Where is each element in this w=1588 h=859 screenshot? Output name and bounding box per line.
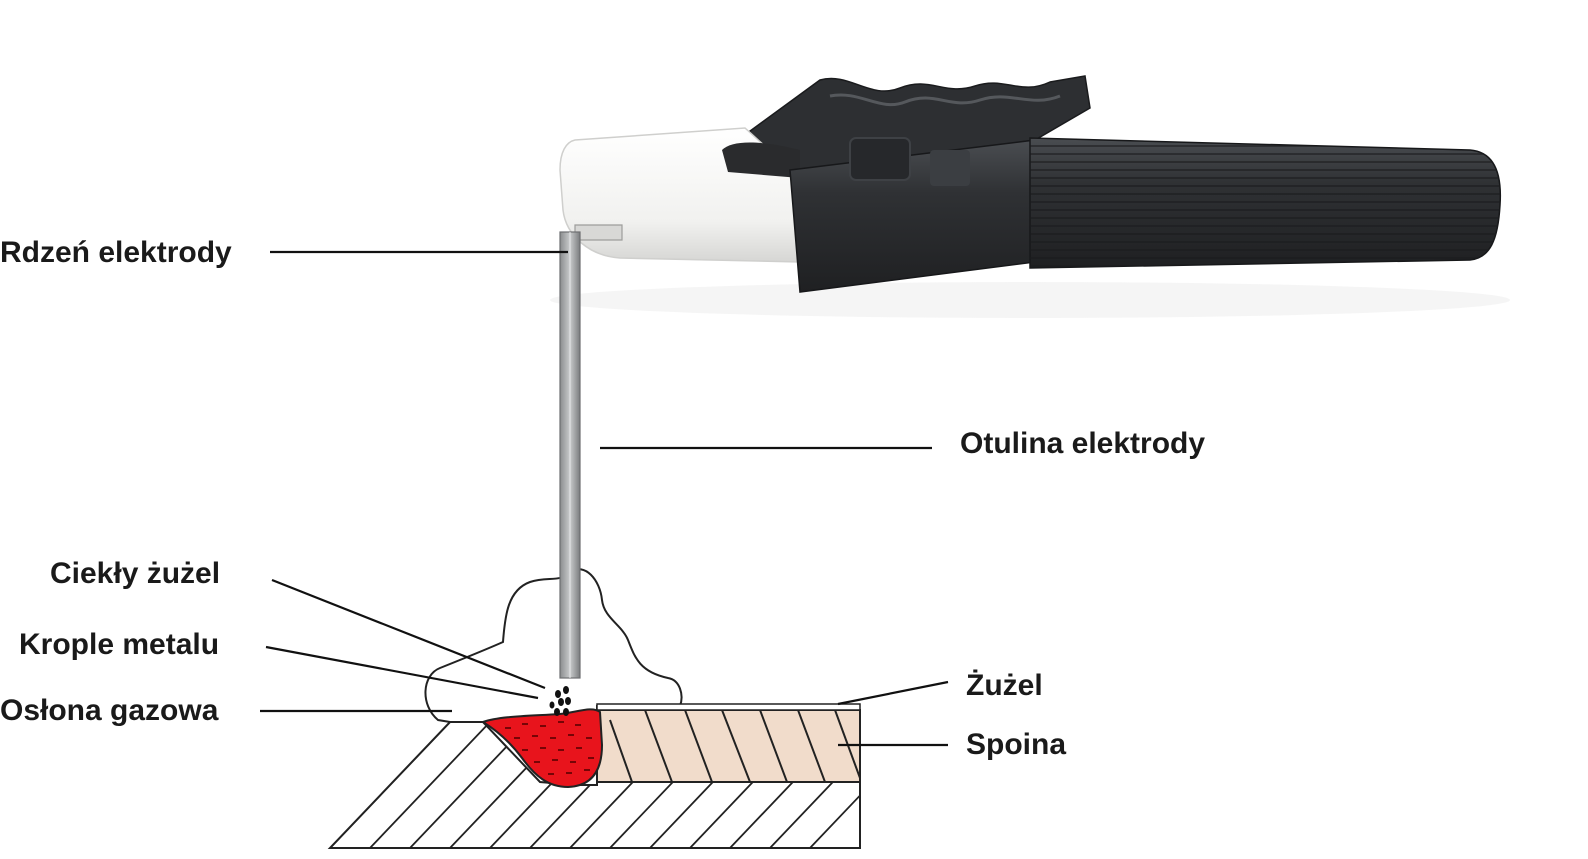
label-weld: Spoina <box>966 728 1066 761</box>
electrode-holder <box>550 75 1510 318</box>
leader-lines <box>260 250 949 747</box>
label-metal-drops: Krople metalu <box>19 628 219 661</box>
metal-drops <box>549 686 571 716</box>
label-slag: Żużel <box>966 669 1043 702</box>
leader-metal-drops <box>265 645 539 700</box>
gas-shield-cloud <box>424 568 683 723</box>
electrode-rod <box>559 231 581 679</box>
label-gas-shield: Osłona gazowa <box>0 694 219 727</box>
leader-slag <box>837 680 949 706</box>
weld-bead <box>596 709 861 783</box>
weld-pool <box>480 708 604 789</box>
label-electrode-core: Rdzeń elektrody <box>0 236 232 269</box>
holder-lever <box>733 75 1091 179</box>
label-electrode-coating: Otulina elektrody <box>960 427 1205 460</box>
leader-liquid-slag <box>271 578 546 690</box>
slag-layer <box>596 703 861 711</box>
label-liquid-slag: Ciekły żużel <box>50 557 220 590</box>
